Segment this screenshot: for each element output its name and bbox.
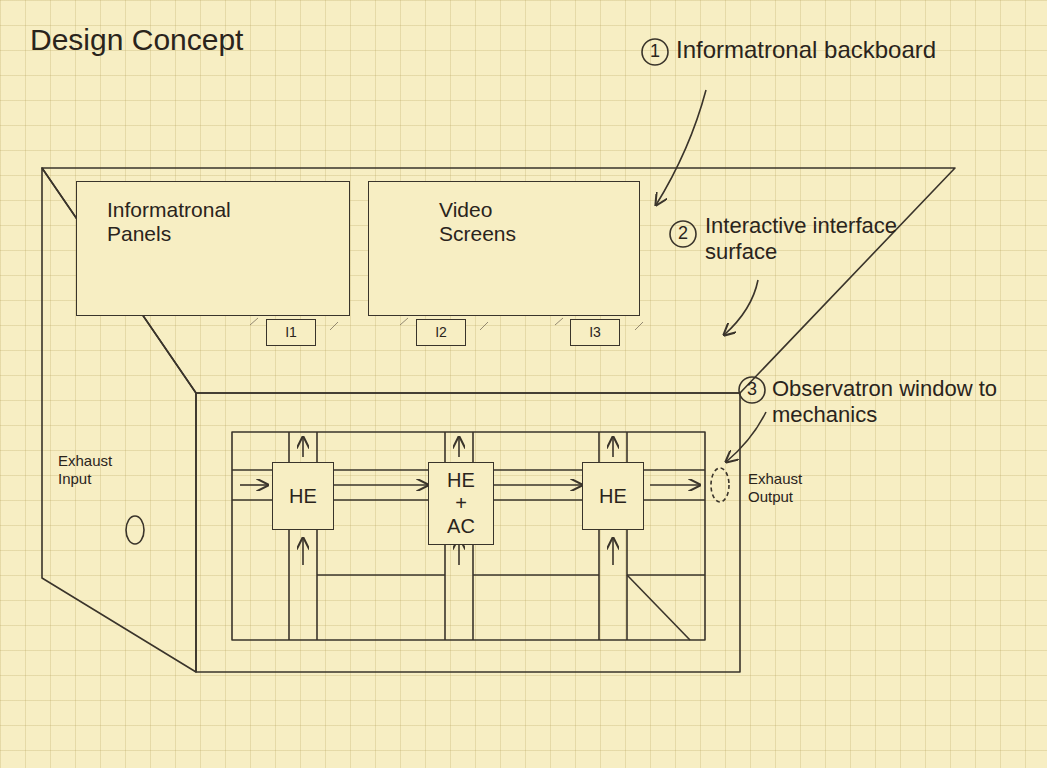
pipe-wall [626,432,628,462]
info-panel: Informatronal Panels [76,181,350,316]
video-screen-panel: Video Screens [368,181,640,316]
flow-arrow [240,484,268,486]
interface-button: I1 [266,319,316,346]
front-face [196,393,740,672]
leader-arrow [656,90,706,205]
heat-exchanger-box: HE [272,462,334,530]
floor-line [317,574,445,576]
node-text: I1 [285,324,297,340]
floor-line [627,575,690,640]
node-text: HE [289,485,317,508]
node-text: Informatronal Panels [107,198,272,246]
flow-arrow [302,437,304,457]
callout-text: Informatronal backboard [676,36,1036,65]
flow-arrow [612,538,614,565]
exhaust-inlet [126,516,144,544]
heat-exchanger-box: HE + AC [428,462,494,545]
callout-number: 2 [673,223,693,245]
callout-circle [642,39,668,65]
pipe-wall [444,432,446,462]
callout-number: 1 [645,41,665,63]
sheet-title: Design Concept [30,22,243,58]
port-label: Exhaust Output [748,470,820,506]
observation-window [232,432,705,640]
callout-circle [670,221,696,247]
callout-text: Interactive interface surface [705,213,970,266]
node-text: I2 [435,324,447,340]
callout-circle [739,377,765,403]
pipe-wall [626,530,628,640]
flow-arrow [494,484,582,486]
interface-button: I3 [570,319,620,346]
flow-arrow [458,437,460,457]
pipe-wall [288,530,290,640]
floor-line [627,574,705,576]
pipe-wall [316,530,318,640]
top-surface [42,168,955,393]
pipe-wall [472,530,474,640]
leader-arrow [724,280,758,335]
callout-number: 3 [742,379,762,401]
exhaust-outlet [711,468,729,502]
heat-exchanger-box: HE [582,462,644,530]
floor-line [473,574,599,576]
pipe-wall [288,432,290,462]
pipe-wall [472,432,474,462]
flow-arrow [612,437,614,457]
callout-text: Observatron window to mechanics [772,376,1034,429]
pipe-wall [316,432,318,462]
leader-arrow [726,412,766,462]
flow-arrow [650,484,700,486]
node-text: I3 [589,324,601,340]
interface-button: I2 [416,319,466,346]
node-text: HE + AC [443,469,479,538]
port-label: Exhaust Input [58,452,128,488]
pipe-wall [444,530,446,640]
pipe-wall [598,530,600,640]
flow-arrow [302,538,304,565]
flow-arrow [334,484,428,486]
node-text: Video Screens [439,198,539,246]
pipe-wall [598,432,600,462]
node-text: HE [599,485,627,508]
